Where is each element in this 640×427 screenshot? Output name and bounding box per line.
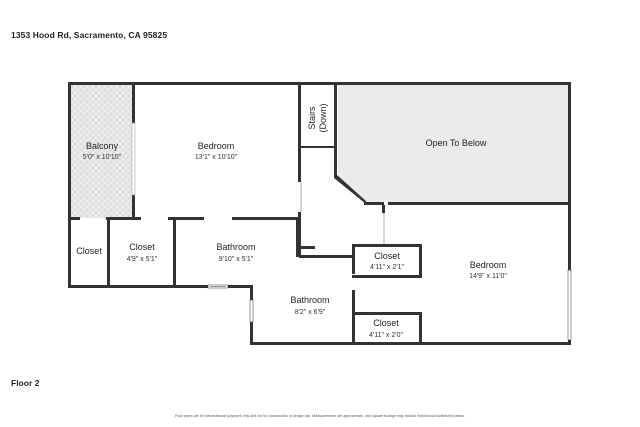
open-to-below-area <box>338 85 568 202</box>
closet1-name: Closet <box>76 246 102 256</box>
closet2-dims: 4'9" x 5'1" <box>127 256 158 263</box>
stairs-sub: (Down) <box>318 103 328 132</box>
balcony-name: Balcony <box>86 141 119 151</box>
bathroom2-dims: 8'2" x 6'9" <box>295 309 326 316</box>
bathroom1-name: Bathroom <box>216 242 255 252</box>
closet3-dims: 4'11" x 2'1" <box>370 264 404 271</box>
bathroom2-name: Bathroom <box>290 295 329 305</box>
bedroom2-dims: 14'9" x 11'0" <box>469 273 507 280</box>
balcony-area <box>71 85 133 218</box>
bedroom2-name: Bedroom <box>470 260 507 270</box>
bathroom1-dims: 9'10" x 5'1" <box>219 256 254 263</box>
bedroom1-dims: 13'1" x 10'10" <box>195 154 238 161</box>
balcony-dims: 5'0" x 10'10" <box>83 154 122 161</box>
closet4-name: Closet <box>373 318 399 328</box>
open-to-below-name: Open To Below <box>426 138 487 148</box>
floor-label: Floor 2 <box>11 378 40 388</box>
closet3-name: Closet <box>374 251 400 261</box>
closet2-name: Closet <box>129 242 155 252</box>
property-address: 1353 Hood Rd, Sacramento, CA 95825 <box>11 30 168 40</box>
stairs-name: Stairs <box>307 106 317 130</box>
bedroom1-name: Bedroom <box>198 141 235 151</box>
closet4-dims: 4'11" x 2'0" <box>369 332 403 339</box>
disclaimer-text: Floor plans are for informational purpos… <box>175 414 465 418</box>
